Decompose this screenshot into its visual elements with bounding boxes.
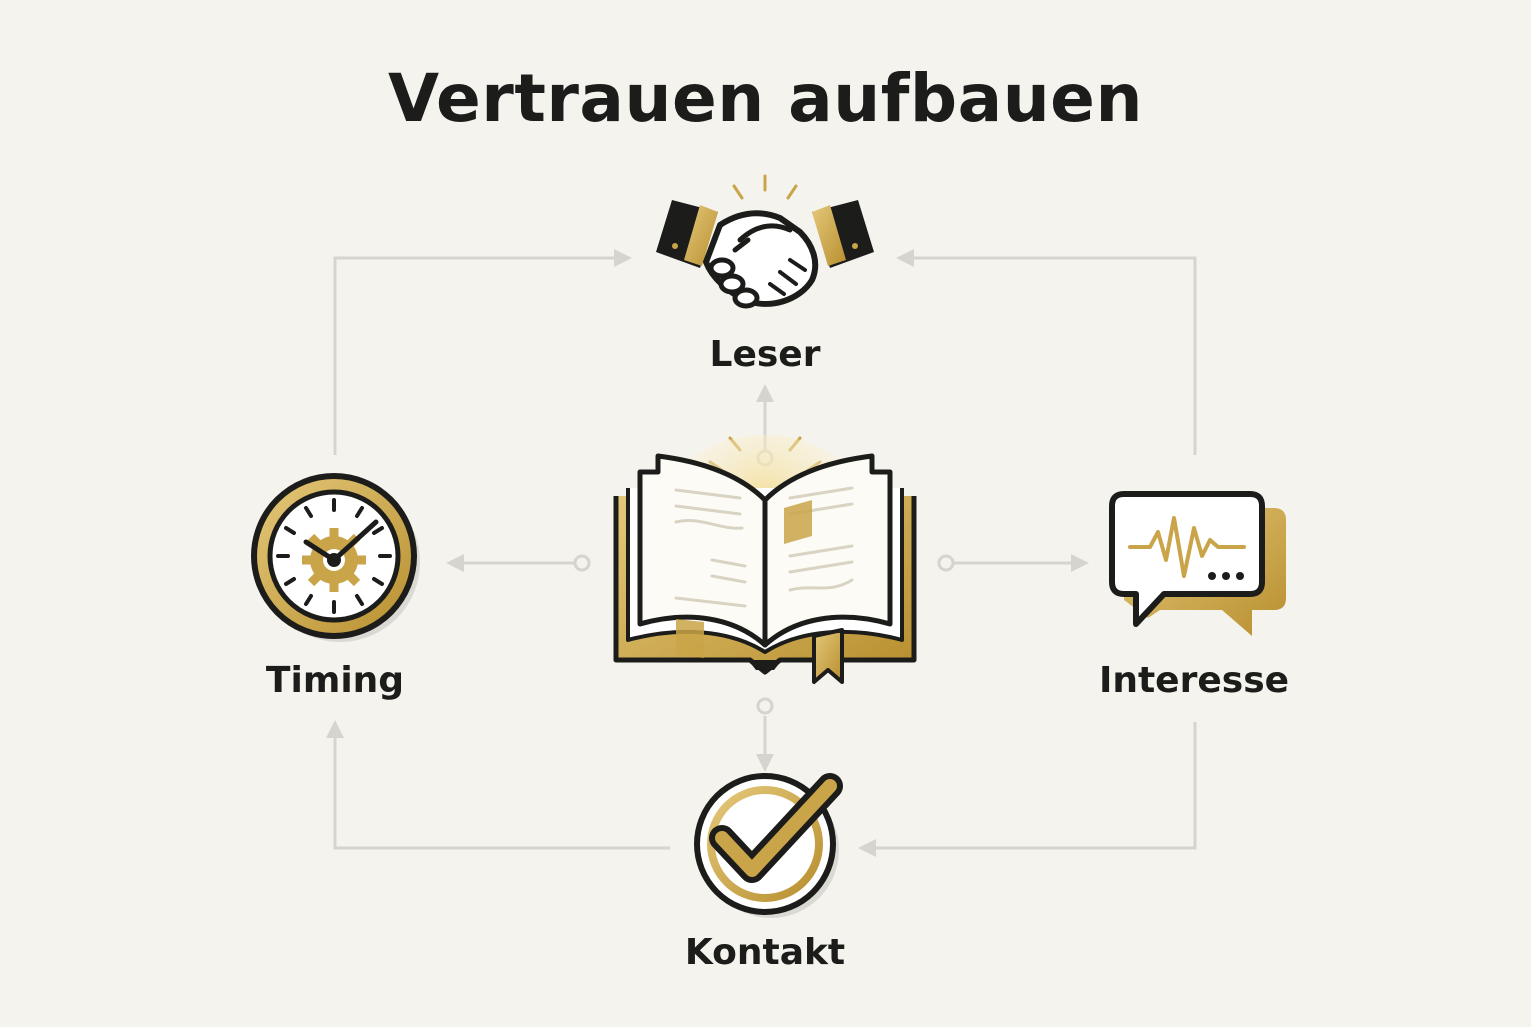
arrowhead-to-leser-right	[896, 249, 914, 267]
handshake-rays	[732, 174, 798, 200]
open-book-icon	[613, 435, 917, 684]
inner-spokes	[460, 398, 1075, 760]
arrowhead-to-timing	[326, 720, 344, 738]
clock-gear-icon	[251, 473, 420, 642]
arrowhead-to-leser-left	[614, 249, 632, 267]
connector-timing-to-leser	[333, 256, 615, 455]
node-label-interesse: Interesse	[1098, 660, 1290, 701]
connector-kontakt-to-timing	[333, 735, 670, 850]
node-label-leser: Leser	[709, 334, 821, 375]
checkmark-circle-icon	[694, 773, 843, 918]
node-label-kontakt: Kontakt	[684, 932, 846, 973]
chat-bubble-waveform-icon	[1109, 491, 1286, 636]
diagram-title: Vertrauen aufbauen	[388, 60, 1143, 137]
connector-interesse-to-leser	[910, 256, 1197, 455]
connector-interesse-to-kontakt	[870, 722, 1197, 850]
outer-arrowheads	[326, 249, 914, 857]
outer-cycle-lines	[333, 256, 1197, 850]
spoke-arrowheads	[446, 384, 1089, 772]
arrowhead-to-kontakt	[858, 839, 876, 857]
node-label-timing: Timing	[265, 660, 405, 701]
handshake-icon	[656, 174, 874, 309]
